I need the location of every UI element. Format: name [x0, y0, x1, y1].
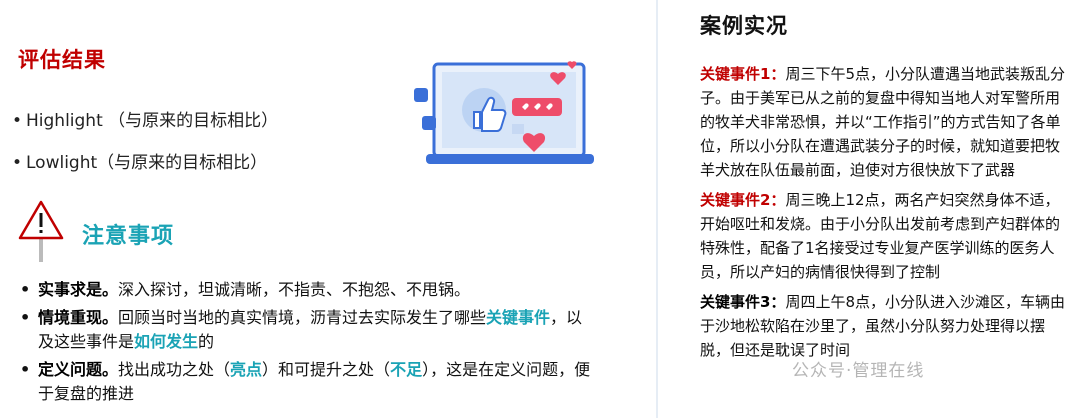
list-item: 定义问题。找出成功之处（亮点）和可提升之处（不足），这是在定义问题，便于复盘的推…: [18, 358, 598, 406]
case-heading: 案例实况: [700, 14, 788, 38]
social-like-illustration-icon: [414, 61, 594, 164]
bullet-lowlight: •Lowlight（与原来的目标相比）: [12, 153, 268, 173]
event-item: 关键事件2：周三晚上12点，两名产妇突然身体不适，开始呕吐和发烧。由于小分队出发…: [700, 191, 1061, 281]
list-item: 实事求是。深入探讨，坦诚清晰，不指责、不抱怨、不甩锅。: [18, 278, 598, 302]
warning-icon: [18, 200, 64, 262]
evaluation-heading: 评估结果: [18, 48, 106, 72]
notice-heading: 注意事项: [82, 224, 175, 249]
bullet-highlight: •Highlight （与原来的目标相比）: [12, 111, 279, 131]
event-item: 关键事件3：周四上午8点，小分队进入沙滩区，车辆由于沙地松软陷在沙里了，虽然小分…: [700, 293, 1065, 359]
list-item: 情境重现。回顾当时当地的真实情境，沥青过去实际发生了哪些关键事件，以及这些事件是…: [18, 306, 598, 354]
notice-list: 实事求是。深入探讨，坦诚清晰，不指责、不抱怨、不甩锅。 情境重现。回顾当时当地的…: [18, 278, 598, 410]
bullet-dot: •: [12, 153, 23, 173]
event-list: 关键事件1：周三下午5点，小分队遭遇当地武装叛乱分子。由于美军已从之前的复盘中得…: [700, 62, 1070, 368]
event-item: 关键事件1：周三下午5点，小分队遭遇当地武装叛乱分子。由于美军已从之前的复盘中得…: [700, 65, 1065, 179]
watermark: 公众号·管理在线: [792, 361, 925, 381]
bullet-dot: •: [12, 111, 23, 131]
section-divider: [656, 0, 658, 418]
